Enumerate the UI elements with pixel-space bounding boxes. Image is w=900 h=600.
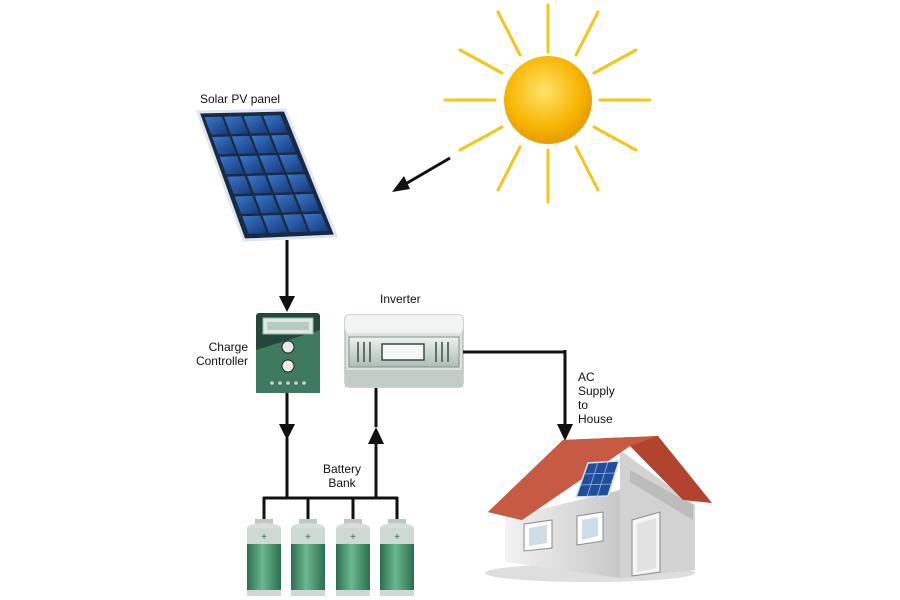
- panel-cell: [282, 214, 308, 233]
- panel-cell: [263, 115, 288, 133]
- ac-supply-label-line2: Supply: [578, 384, 615, 398]
- battery-bank-icon: + + + +: [247, 519, 414, 596]
- panel-cell: [279, 154, 304, 173]
- battery-bank-label-line2: Bank: [328, 476, 356, 490]
- battery-icon: +: [291, 519, 325, 596]
- sun-rays: [443, 3, 652, 204]
- panel-cell: [262, 215, 288, 233]
- panel-cell: [303, 213, 329, 232]
- panel-cell: [295, 193, 321, 212]
- battery-plus-symbol: +: [305, 532, 311, 543]
- ac-supply-label-line1: AC: [578, 370, 595, 384]
- sunlight-arrow: [392, 156, 451, 192]
- solar-panel-label: Solar PV panel: [200, 92, 281, 106]
- panel-cell: [231, 136, 256, 154]
- panel-cell: [275, 194, 300, 213]
- sun-icon: [443, 3, 652, 204]
- battery-bank-label-line1: Battery: [322, 462, 361, 476]
- panel-cell: [212, 136, 237, 155]
- panel-cell: [239, 155, 264, 174]
- panel-cell: [242, 215, 267, 234]
- charge-controller-label-line2: Controller: [195, 354, 248, 368]
- charge-controller-icon: [256, 313, 320, 393]
- charge-controller-label-line1: Charge: [208, 340, 248, 354]
- controller-to-battery-arrow: [279, 393, 295, 498]
- battery-plus-symbol: +: [261, 532, 267, 543]
- inverter-to-house-arrow: [463, 350, 573, 441]
- battery-plus-symbol: +: [394, 532, 400, 543]
- battery-to-inverter-arrow: [368, 388, 384, 498]
- battery-icon: +: [336, 519, 370, 596]
- panel-cell: [224, 116, 249, 135]
- battery-icon: +: [247, 519, 281, 596]
- panel-cell: [259, 155, 284, 173]
- battery-bus: [262, 496, 399, 520]
- ac-supply-label-line3: to: [578, 398, 589, 412]
- panel-cell: [219, 156, 244, 175]
- inverter-label: Inverter: [380, 292, 421, 306]
- sun-core: [504, 56, 592, 144]
- panel-to-controller-arrow: [279, 240, 295, 312]
- panel-cell: [254, 195, 280, 214]
- charge-controller-label: Charge Controller: [168, 340, 248, 368]
- panel-cell: [267, 174, 292, 193]
- battery-plus-symbol: +: [350, 532, 356, 543]
- panel-cell: [287, 174, 312, 193]
- panel-cells: [204, 115, 329, 234]
- solar-panel-icon: [195, 108, 339, 242]
- panel-cell: [227, 176, 252, 195]
- panel-cell: [204, 116, 229, 135]
- panel-cell: [247, 175, 272, 194]
- inverter-icon: [344, 314, 464, 388]
- ac-supply-label-line4: House: [578, 412, 613, 426]
- ac-supply-label: AC Supply to House: [578, 370, 638, 426]
- house-icon: [485, 436, 712, 582]
- panel-cell: [234, 195, 260, 214]
- panel-cell: [243, 115, 268, 134]
- panel-cell: [271, 134, 296, 153]
- battery-bank-label: Battery Bank: [312, 462, 372, 490]
- battery-icon: +: [380, 519, 414, 596]
- panel-cell: [251, 135, 276, 154]
